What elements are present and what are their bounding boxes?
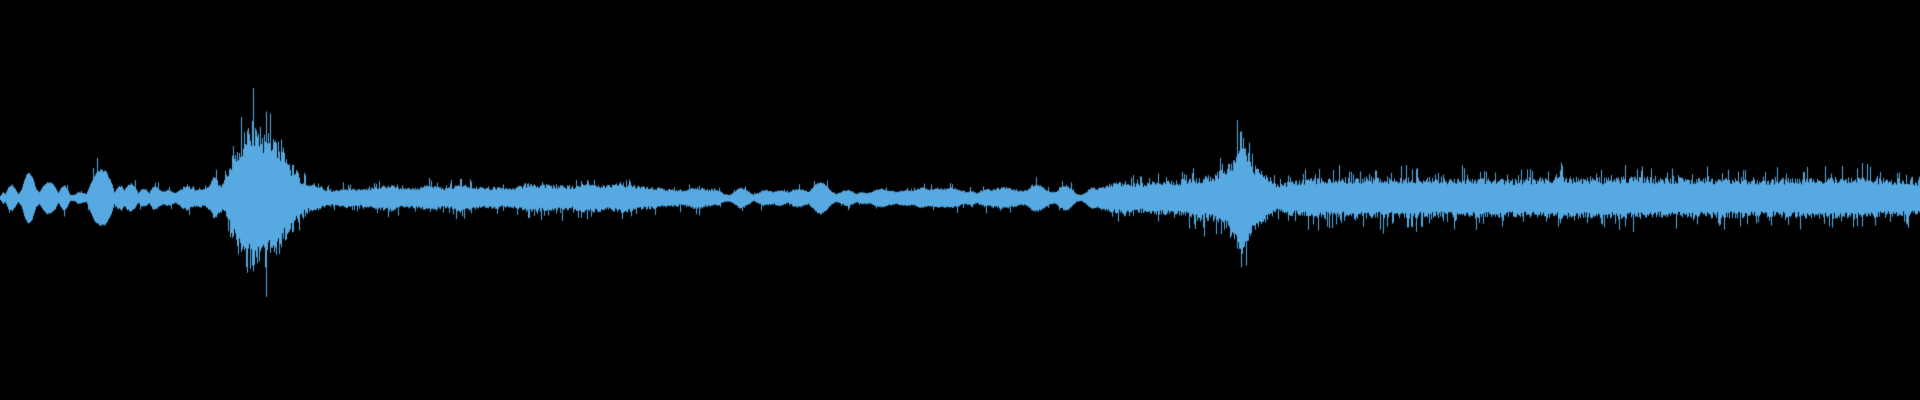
- audio-waveform[interactable]: [0, 0, 1920, 400]
- waveform-display: [0, 0, 1920, 400]
